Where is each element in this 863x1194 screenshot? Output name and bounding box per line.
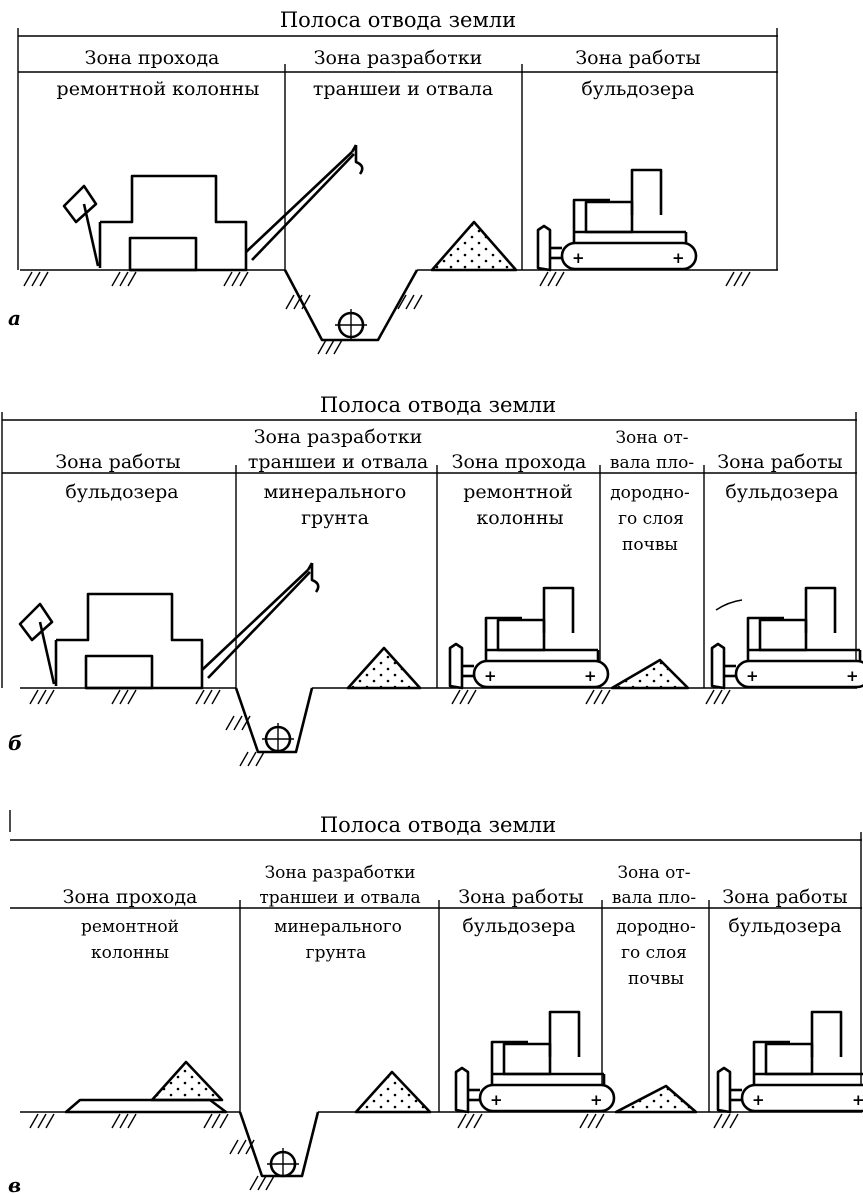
bulldozer-icon	[448, 586, 610, 690]
zone-c4-line2: го слоя	[621, 943, 687, 963]
zone-b2-above2: Зона разработки	[254, 426, 423, 448]
panel-c: Полоса отвода земли Зона прохода ремонтн…	[8, 810, 863, 1194]
strip-spoil-icon	[64, 1098, 228, 1114]
zone-c4-line3: почвы	[628, 969, 684, 989]
zone-b1-above: Зона работы	[55, 451, 180, 473]
zone-c5-line1: бульдозера	[728, 915, 841, 937]
bulldozer-icon	[716, 1010, 863, 1114]
zone-c2-above: траншеи и отвала	[259, 888, 420, 908]
zone-c4-above2: Зона от-	[617, 863, 690, 883]
crane-icon	[18, 561, 320, 690]
zone-c3-above: Зона работы	[458, 886, 583, 908]
zone-b3-above: Зона прохода	[452, 451, 587, 473]
zone-c2-above2: Зона разработки	[265, 863, 416, 883]
zone-b1-line1: бульдозера	[65, 481, 178, 503]
panel-c-header: Полоса отвода земли	[320, 813, 556, 837]
zone-c4-line1: дородно-	[616, 917, 696, 937]
zone-a3-line1: Зона работы	[575, 47, 700, 69]
zone-c1-above: Зона прохода	[63, 886, 198, 908]
topsoil-pile-icon	[610, 658, 690, 690]
spoil-pile-icon	[346, 646, 422, 690]
zone-a2-line1: Зона разработки	[314, 47, 483, 69]
zone-a1-line2: ремонтной колонны	[57, 78, 260, 100]
zone-b4-line1: дородно-	[610, 483, 690, 503]
zone-c2-line1: минерального	[274, 917, 402, 937]
crane-icon	[62, 143, 364, 272]
panel-c-letter: в	[8, 1173, 21, 1194]
zone-a3-line2: бульдозера	[581, 78, 694, 100]
zone-b2-line1: минерального	[264, 481, 407, 503]
zone-c1-line2: колонны	[91, 943, 169, 963]
zone-b4-line3: почвы	[622, 535, 678, 555]
zone-c1-line1: ремонтной	[81, 917, 179, 937]
zone-b4-above2: Зона от-	[615, 428, 688, 448]
zone-c4-above: вала пло-	[612, 888, 696, 908]
panel-a: Полоса отвода земли Зона прохода ремонтн…	[8, 8, 778, 355]
panel-b-header: Полоса отвода земли	[320, 393, 556, 417]
zone-b2-above: траншеи и отвала	[248, 451, 428, 473]
panel-b: Полоса отвода земли Зона работы бульдозе…	[1, 393, 863, 767]
zone-b4-line2: го слоя	[618, 509, 684, 529]
zone-b5-above: Зона работы	[717, 451, 842, 473]
spoil-pile-icon	[354, 1070, 432, 1114]
bulldozer-icon	[710, 586, 863, 690]
zone-a1-line1: Зона прохода	[85, 47, 220, 69]
zone-c3-line1: бульдозера	[462, 915, 575, 937]
panel-b-letter: б	[8, 731, 22, 755]
spoil-pile-icon	[150, 1060, 224, 1102]
panel-a-letter: а	[8, 306, 21, 330]
bulldozer-icon	[536, 168, 698, 272]
topsoil-pile-icon	[614, 1084, 698, 1114]
spoil-pile-icon	[430, 220, 518, 272]
zone-b2-line2: грунта	[301, 507, 369, 529]
zone-c5-above: Зона работы	[722, 886, 847, 908]
zone-c2-line2: грунта	[306, 943, 367, 963]
zone-b5-line1: бульдозера	[725, 481, 838, 503]
panel-a-header: Полоса отвода земли	[280, 8, 516, 32]
zone-b3-line1: ремонтной	[463, 481, 573, 503]
zone-b4-above: вала пло-	[610, 453, 694, 473]
bulldozer-icon	[454, 1010, 616, 1114]
zone-b3-line2: колонны	[476, 507, 563, 529]
zone-a2-line2: траншеи и отвала	[313, 78, 493, 100]
